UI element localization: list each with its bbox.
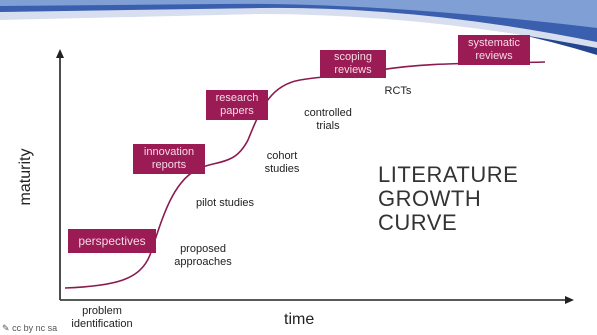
note-rcts: RCTs <box>384 85 412 97</box>
y-axis-arrow <box>56 49 64 58</box>
license-text: cc by nc sa <box>12 323 58 333</box>
note-pilot-studies: pilot studies <box>195 197 255 209</box>
stage-systematic-reviews: systematic reviews <box>458 35 530 65</box>
x-axis-arrow <box>565 296 574 304</box>
growth-curve <box>64 61 546 289</box>
license-badge: ✎ cc by nc sa <box>2 323 57 334</box>
header-banner <box>0 0 597 55</box>
note-problem-identification: problem identification <box>71 305 133 330</box>
stage-research-papers: research papers <box>206 90 268 120</box>
license-icon: ✎ <box>2 323 10 333</box>
x-axis-label: time <box>284 311 315 328</box>
note-controlled-trials: controlled trials <box>304 107 352 132</box>
note-cohort-studies: cohort studies <box>264 150 300 175</box>
stage-perspectives: perspectives <box>68 229 156 253</box>
y-axis-label: maturity <box>17 148 34 206</box>
note-proposed-approaches: proposed approaches <box>174 243 232 268</box>
slide-title: LITERATURE GROWTH CURVE <box>378 162 519 235</box>
stage-innovation-reports: innovation reports <box>133 144 205 174</box>
stage-scoping-reviews: scoping reviews <box>320 50 386 78</box>
